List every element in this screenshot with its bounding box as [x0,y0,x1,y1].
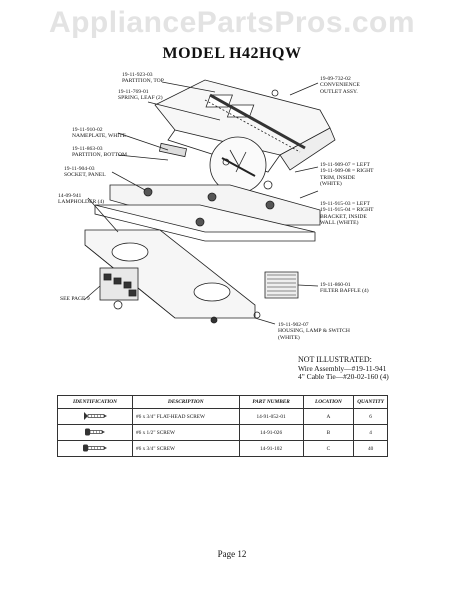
col-identification: IDENTIFICATION [57,395,133,409]
table-row: #6 x 3/4" SCREW 14-91-102 C 40 [57,440,388,457]
hardware-table: IDENTIFICATION DESCRIPTION PART NUMBER L… [57,395,388,457]
table-cell-quantity: 40 [353,440,388,457]
table-row: #6 x 1/2" SCREW 14-91-026 B 4 [57,424,388,441]
not-illustrated-item: 4" Cable Tie—#20-02-160 (4) [298,372,389,381]
col-description: DESCRIPTION [131,395,240,409]
not-illustrated-note: NOT ILLUSTRATED: Wire Assembly—#19-11-94… [298,355,389,382]
table-cell-location: A [302,408,355,425]
col-quantity: QUANTITY [353,395,388,409]
table-cell-part-number: 14-91-052-01 [238,408,304,425]
page-title: MODEL H42HQW [162,45,302,62]
pan-head-screw-icon [57,424,133,441]
page-number: Page 12 [217,549,247,559]
flat-head-screw-icon [57,408,133,425]
table-cell-quantity: 6 [353,408,388,425]
table-cell-description: #6 x 3/4" FLAT-HEAD SCREW [131,408,240,425]
table-cell-location: C [302,440,355,457]
table-cell-description: #6 x 1/2" SCREW [131,424,240,441]
not-illustrated-item: Wire Assembly—#19-11-941 [298,363,387,373]
table-cell-quantity: 4 [353,424,388,441]
table-header-row: IDENTIFICATION DESCRIPTION PART NUMBER L… [57,395,388,409]
table-cell-description: #6 x 3/4" SCREW [131,440,240,457]
col-location: LOCATION [302,395,355,409]
table-cell-part-number: 14-91-026 [238,424,304,441]
screw-icon [57,440,133,457]
callout-see-page: SEE PAGE 9 [60,296,90,302]
not-illustrated-heading: NOT ILLUSTRATED: [298,355,372,364]
table-row: #6 x 3/4" FLAT-HEAD SCREW 14-91-052-01 A… [57,408,388,425]
table-cell-location: B [302,424,355,441]
watermark: AppliancePartsPros.com [48,6,416,39]
col-part-number: PART NUMBER [238,395,304,409]
table-cell-part-number: 14-91-102 [238,440,304,457]
